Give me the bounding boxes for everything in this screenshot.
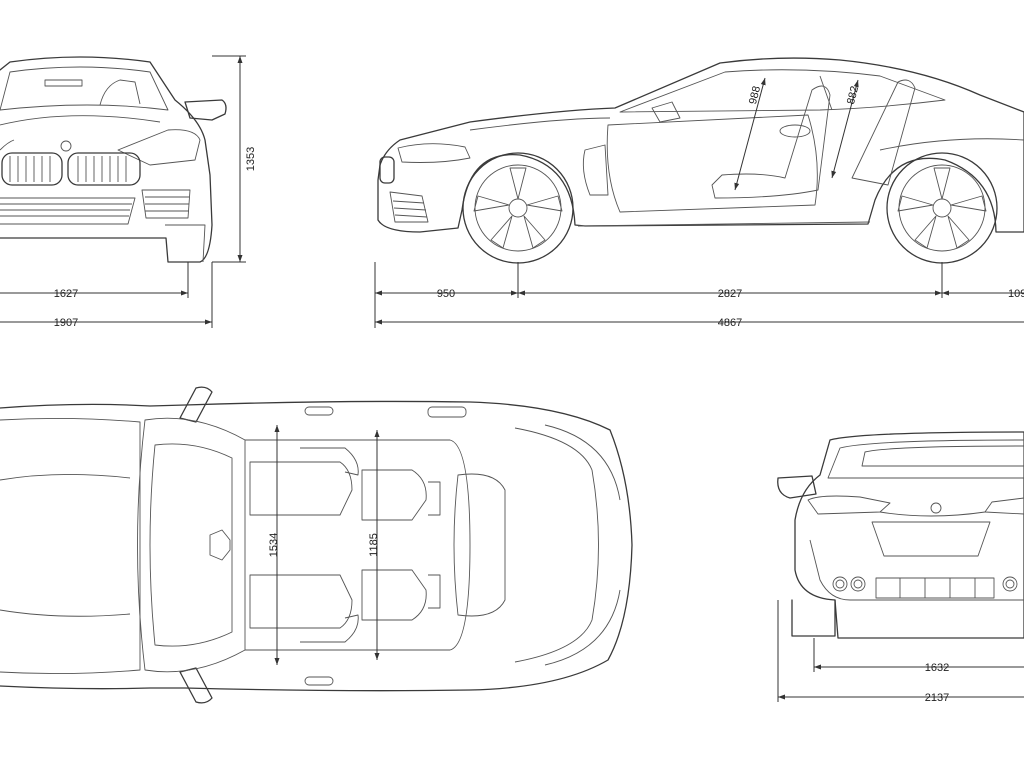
top-rear-headrest-right — [428, 574, 441, 609]
side-headlight — [397, 143, 471, 163]
side-rear-headroom-line — [831, 79, 859, 179]
top-hood — [0, 417, 141, 675]
rear-tyre — [791, 599, 836, 637]
front-intake-mesh — [0, 203, 132, 217]
side-shoulder-line — [469, 117, 611, 131]
front-tyre — [165, 224, 206, 263]
top-rear-fender-left — [544, 424, 621, 501]
top-front-shoulder-label: 1534 — [268, 533, 280, 557]
rear-trunk-lid — [879, 511, 986, 517]
side-wheelbase-label: 2827 — [718, 288, 742, 300]
front-hood-line — [0, 115, 161, 126]
top-rear-shoulder-label: 1185 — [368, 533, 380, 557]
front-side-mirror — [184, 99, 227, 121]
side-window-outline — [619, 69, 946, 113]
front-headlight-left — [0, 139, 15, 151]
top-windshield — [137, 417, 246, 673]
front-side-intake — [141, 189, 191, 219]
side-rear-overhang-label: 1090 — [1008, 288, 1024, 300]
side-rear-wheel — [886, 152, 998, 264]
side-grille — [379, 156, 395, 184]
rear-badge — [930, 502, 942, 514]
top-trunk — [514, 427, 599, 663]
top-door-handle-left — [304, 406, 334, 416]
side-body-outline — [377, 57, 1024, 233]
top-fuel-flap — [427, 406, 467, 418]
rear-taillight-left — [807, 495, 891, 515]
top-rear-window — [453, 473, 506, 617]
top-mirror-right — [179, 667, 213, 704]
side-door-handle — [779, 124, 811, 138]
rear-body-outline — [794, 431, 1024, 639]
rear-exhaust-left — [832, 576, 866, 592]
front-height-label: 1353 — [245, 147, 257, 171]
front-grille-slats — [9, 156, 127, 182]
front-width-label: 1907 — [54, 317, 78, 329]
front-track-label: 1627 — [54, 288, 78, 300]
front-mirror-inner — [44, 79, 83, 87]
front-interior-seat — [99, 79, 141, 106]
side-front-headroom-label: 988 — [747, 85, 763, 106]
rear-side-mirror — [777, 475, 817, 499]
front-lower-intake — [0, 197, 136, 225]
top-rear-view-mirror — [209, 529, 231, 561]
rear-view: 1632 2137 — [777, 431, 1024, 704]
side-rear-seat — [851, 79, 916, 186]
side-front-headroom-line — [734, 77, 766, 191]
front-grille-right — [67, 152, 141, 186]
front-windshield — [0, 66, 169, 111]
side-front-wheel — [462, 152, 574, 264]
top-headrest-left — [300, 447, 359, 476]
side-mirror — [651, 101, 681, 123]
top-hood-crease-2 — [0, 609, 131, 617]
top-hood-crease-1 — [0, 474, 131, 481]
front-body-outline — [0, 56, 213, 263]
side-front-overhang-label: 950 — [437, 288, 455, 300]
top-rear-headrest-left — [428, 481, 441, 516]
top-mirror-left — [179, 386, 213, 423]
rear-window-inner — [861, 445, 1024, 467]
rear-taillight-right — [984, 497, 1024, 515]
front-grille-left — [1, 152, 63, 186]
front-view: 1353 1627 1907 — [0, 55, 257, 329]
side-front-seat — [711, 85, 831, 199]
top-rear-seat-left — [361, 469, 427, 521]
top-windshield-inner — [149, 443, 233, 647]
top-front-seat-right — [249, 574, 353, 629]
rear-bumper-line — [809, 539, 1024, 601]
rear-plate-recess — [871, 521, 991, 557]
rear-diffuser-fins — [899, 578, 976, 598]
top-door-handle-right — [304, 676, 334, 686]
side-rear-headroom-label: 882 — [845, 85, 861, 106]
side-rear-shoulder — [879, 138, 1024, 151]
side-door-outline — [606, 114, 818, 213]
rear-track-label: 1632 — [925, 662, 949, 674]
top-rear-seat-right — [361, 569, 427, 621]
top-view: 1534 1185 — [0, 386, 633, 704]
top-cabin-outline — [245, 439, 471, 651]
side-b-pillar — [819, 75, 833, 111]
front-headlight — [117, 129, 201, 166]
side-rocker-line — [577, 221, 871, 227]
top-rear-fender-right — [544, 589, 621, 666]
top-headrest-right — [300, 614, 359, 643]
side-air-breather — [582, 144, 609, 196]
top-body-outline — [0, 400, 633, 692]
rear-exhaust-right — [1002, 576, 1018, 592]
rear-diffuser — [875, 577, 995, 599]
side-length-label: 4867 — [718, 317, 742, 329]
top-front-seat-left — [249, 461, 353, 516]
front-badge — [60, 140, 72, 152]
side-intake-mesh — [392, 200, 428, 218]
side-front-intake — [389, 191, 429, 223]
rear-width-label: 2137 — [925, 692, 949, 704]
front-side-intake-mesh — [145, 196, 189, 212]
side-view: 988 882 950 2827 1090 4867 — [374, 57, 1024, 329]
